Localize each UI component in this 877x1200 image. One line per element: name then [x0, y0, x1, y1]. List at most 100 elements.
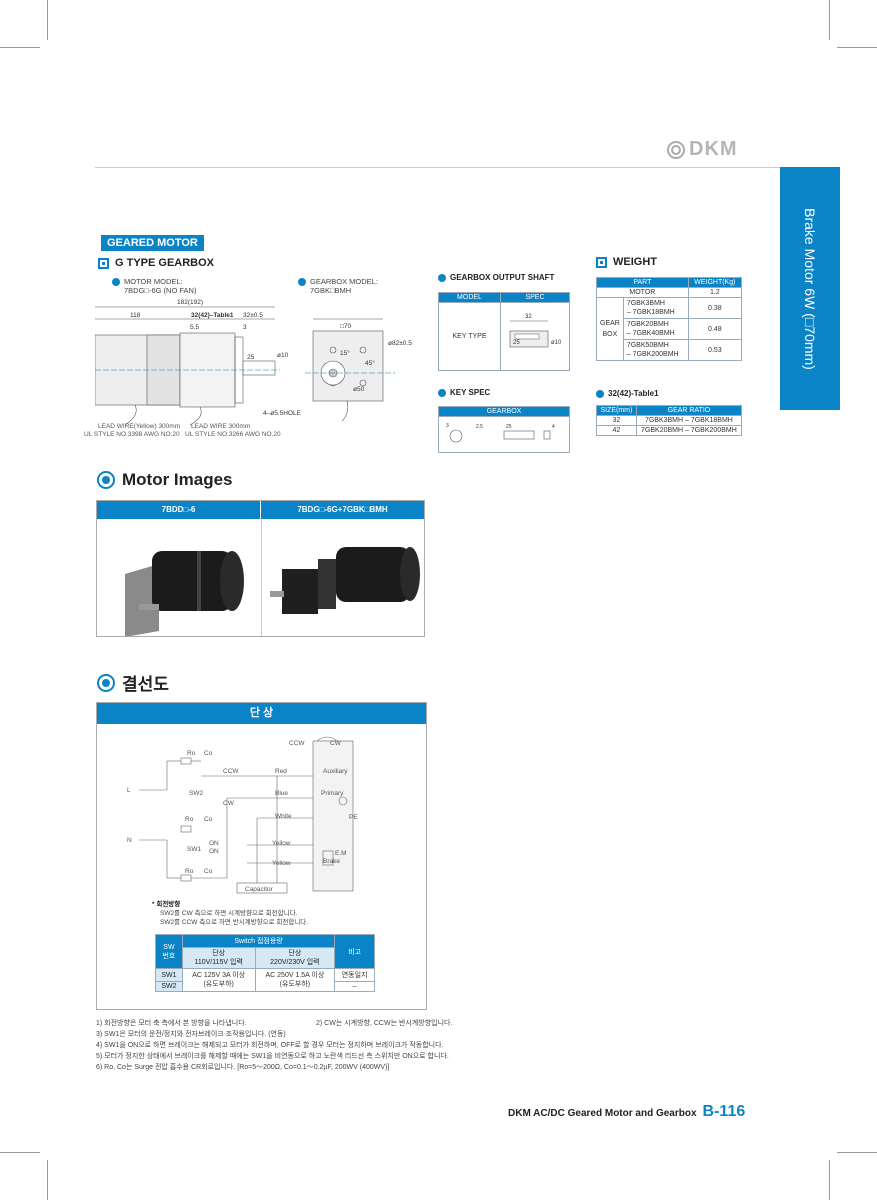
- motor-model: MOTOR MODEL: 7BDG□-6G (NO FAN): [112, 277, 196, 295]
- svg-text:2.5: 2.5: [476, 424, 483, 430]
- svg-text:3: 3: [243, 324, 247, 331]
- svg-text:CCW: CCW: [289, 740, 305, 747]
- output-shaft-title: GEARBOX OUTPUT SHAFT: [438, 273, 554, 282]
- table1-title: 32(42)-Table1: [596, 389, 659, 398]
- svg-text:Red: Red: [275, 768, 287, 775]
- crop-mark: [47, 0, 48, 40]
- header-rule: [95, 167, 782, 168]
- gearbox-model: GEARBOX MODEL: 7GBK□BMH: [298, 277, 378, 295]
- svg-text:PE: PE: [349, 814, 358, 821]
- motor-images-box: 7BDD□-6 7BDG□-6G+7GBK□BMH: [96, 500, 425, 637]
- logo-mark-icon: [667, 140, 685, 159]
- wiring-box: 단 상 CCW: [96, 702, 427, 1010]
- wiring-notes: 1) 회전방향은 모터 축 측에서 본 방향을 나타냅니다.2) CW는 시계방…: [96, 1020, 453, 1071]
- key-spec-table: GEARBOX 3 25 4 2.5: [438, 406, 570, 453]
- crop-mark: [837, 1152, 877, 1153]
- bullet-icon: [438, 273, 446, 282]
- svg-text:3: 3: [446, 423, 449, 429]
- svg-text:Ro: Ro: [185, 816, 194, 823]
- svg-text:SW2: SW2: [189, 790, 203, 797]
- crop-mark: [0, 47, 40, 48]
- svg-text:L: L: [127, 787, 131, 794]
- lead-wire-note-1: LEAD WIRE(Yellow) 300mm UL STYLE NO.3398…: [84, 423, 181, 438]
- motor-image-header-1: 7BDD□-6: [97, 501, 261, 519]
- wiring-diagram: CCW CW Ro Co CCW Red Auxiliary L SW2 Blu…: [127, 736, 358, 894]
- target-icon: [97, 673, 115, 692]
- bullet-icon: [298, 278, 306, 287]
- svg-text:32±0.5: 32±0.5: [243, 312, 263, 319]
- logo-text: DKM: [689, 138, 738, 160]
- svg-text:Yellow: Yellow: [272, 860, 291, 867]
- svg-text:32(42)–Table1: 32(42)–Table1: [191, 312, 234, 319]
- svg-text:ø50: ø50: [353, 386, 365, 393]
- key-spec-drawing: 3 25 4 2.5: [446, 423, 555, 442]
- rotation-notes: * 회전방향 SW2를 CW 측으로 하면 시계방향으로 회전합니다. SW2를…: [152, 901, 309, 926]
- shaft-key-drawing: 32 25 ø10: [509, 314, 562, 347]
- bullet-icon: [596, 389, 604, 398]
- svg-text:ø10: ø10: [551, 340, 562, 346]
- svg-text:182(192): 182(192): [177, 299, 203, 306]
- footer-title: DKM AC/DC Geared Motor and Gearbox: [508, 1108, 697, 1119]
- crop-mark: [837, 47, 877, 48]
- svg-text:Ro: Ro: [187, 750, 196, 757]
- svg-text:CW: CW: [330, 740, 342, 747]
- svg-text:118: 118: [130, 312, 141, 319]
- side-tab: Brake Motor 6W (□70mm): [780, 167, 840, 410]
- svg-text:45°: 45°: [365, 359, 375, 367]
- crop-mark: [47, 1160, 48, 1200]
- page-number: B-116: [702, 1103, 746, 1120]
- square-bullet-icon: [596, 256, 607, 268]
- svg-text:CW: CW: [223, 800, 235, 807]
- motor-image-header-2: 7BDG□-6G+7GBK□BMH: [261, 501, 424, 519]
- svg-text:Co: Co: [204, 868, 213, 875]
- crop-mark: [0, 1152, 40, 1153]
- svg-text:Ro: Ro: [185, 868, 194, 875]
- svg-text:Capacitor: Capacitor: [245, 886, 274, 893]
- svg-text:ON: ON: [209, 840, 219, 847]
- svg-text:Blue: Blue: [275, 790, 288, 797]
- svg-text:□70: □70: [340, 323, 352, 330]
- key-spec-title: KEY SPEC: [438, 388, 490, 397]
- svg-text:Auxiliary: Auxiliary: [323, 768, 348, 775]
- geared-motor-tag: GEARED MOTOR: [101, 235, 204, 251]
- lead-wire-note-2: LEAD WIRE 300mm UL STYLE NO.3266 AWG NO.…: [185, 423, 281, 438]
- svg-text:5.5: 5.5: [190, 324, 199, 331]
- svg-text:ON: ON: [209, 848, 219, 855]
- svg-text:25: 25: [506, 424, 512, 430]
- svg-text:Yellow: Yellow: [272, 840, 291, 847]
- svg-text:4: 4: [552, 424, 555, 430]
- svg-text:SW1: SW1: [187, 846, 201, 853]
- svg-text:25: 25: [513, 340, 520, 346]
- svg-text:15°: 15°: [340, 349, 350, 357]
- svg-text:ø10: ø10: [277, 352, 289, 359]
- svg-text:E.M: E.M: [335, 850, 347, 857]
- svg-text:Co: Co: [204, 816, 213, 823]
- svg-text:4–ø5.5HOLE: 4–ø5.5HOLE: [263, 410, 302, 417]
- side-tab-label: Brake Motor 6W (□70mm): [802, 207, 818, 370]
- motor-dimension-drawing: 182(192) 118 32(42)–Table1 32±0.5 5.5 3 …: [95, 299, 412, 426]
- phase-header: 단 상: [97, 703, 426, 724]
- weight-title: WEIGHT: [596, 256, 657, 268]
- crop-mark: [829, 1160, 830, 1200]
- wiring-heading: 결선도: [96, 670, 169, 695]
- footer: DKM AC/DC Geared Motor and Gearbox B-116: [508, 1103, 745, 1121]
- svg-text:Brake: Brake: [323, 858, 340, 865]
- svg-text:N: N: [127, 837, 132, 844]
- motor-image-2: [262, 519, 426, 636]
- svg-text:Co: Co: [204, 750, 213, 757]
- bullet-icon: [438, 388, 446, 397]
- bullet-icon: [112, 278, 120, 287]
- motor-images-heading: Motor Images: [96, 470, 233, 490]
- svg-text:32: 32: [525, 314, 532, 320]
- square-bullet-icon: [98, 257, 109, 269]
- target-icon: [97, 471, 115, 489]
- crop-mark: [829, 0, 830, 40]
- motor-image-1: [97, 519, 262, 637]
- svg-text:White: White: [275, 813, 292, 820]
- svg-text:Primary: Primary: [321, 790, 344, 797]
- svg-text:CCW: CCW: [223, 768, 239, 775]
- g-type-title: G TYPE GEARBOX: [98, 257, 214, 269]
